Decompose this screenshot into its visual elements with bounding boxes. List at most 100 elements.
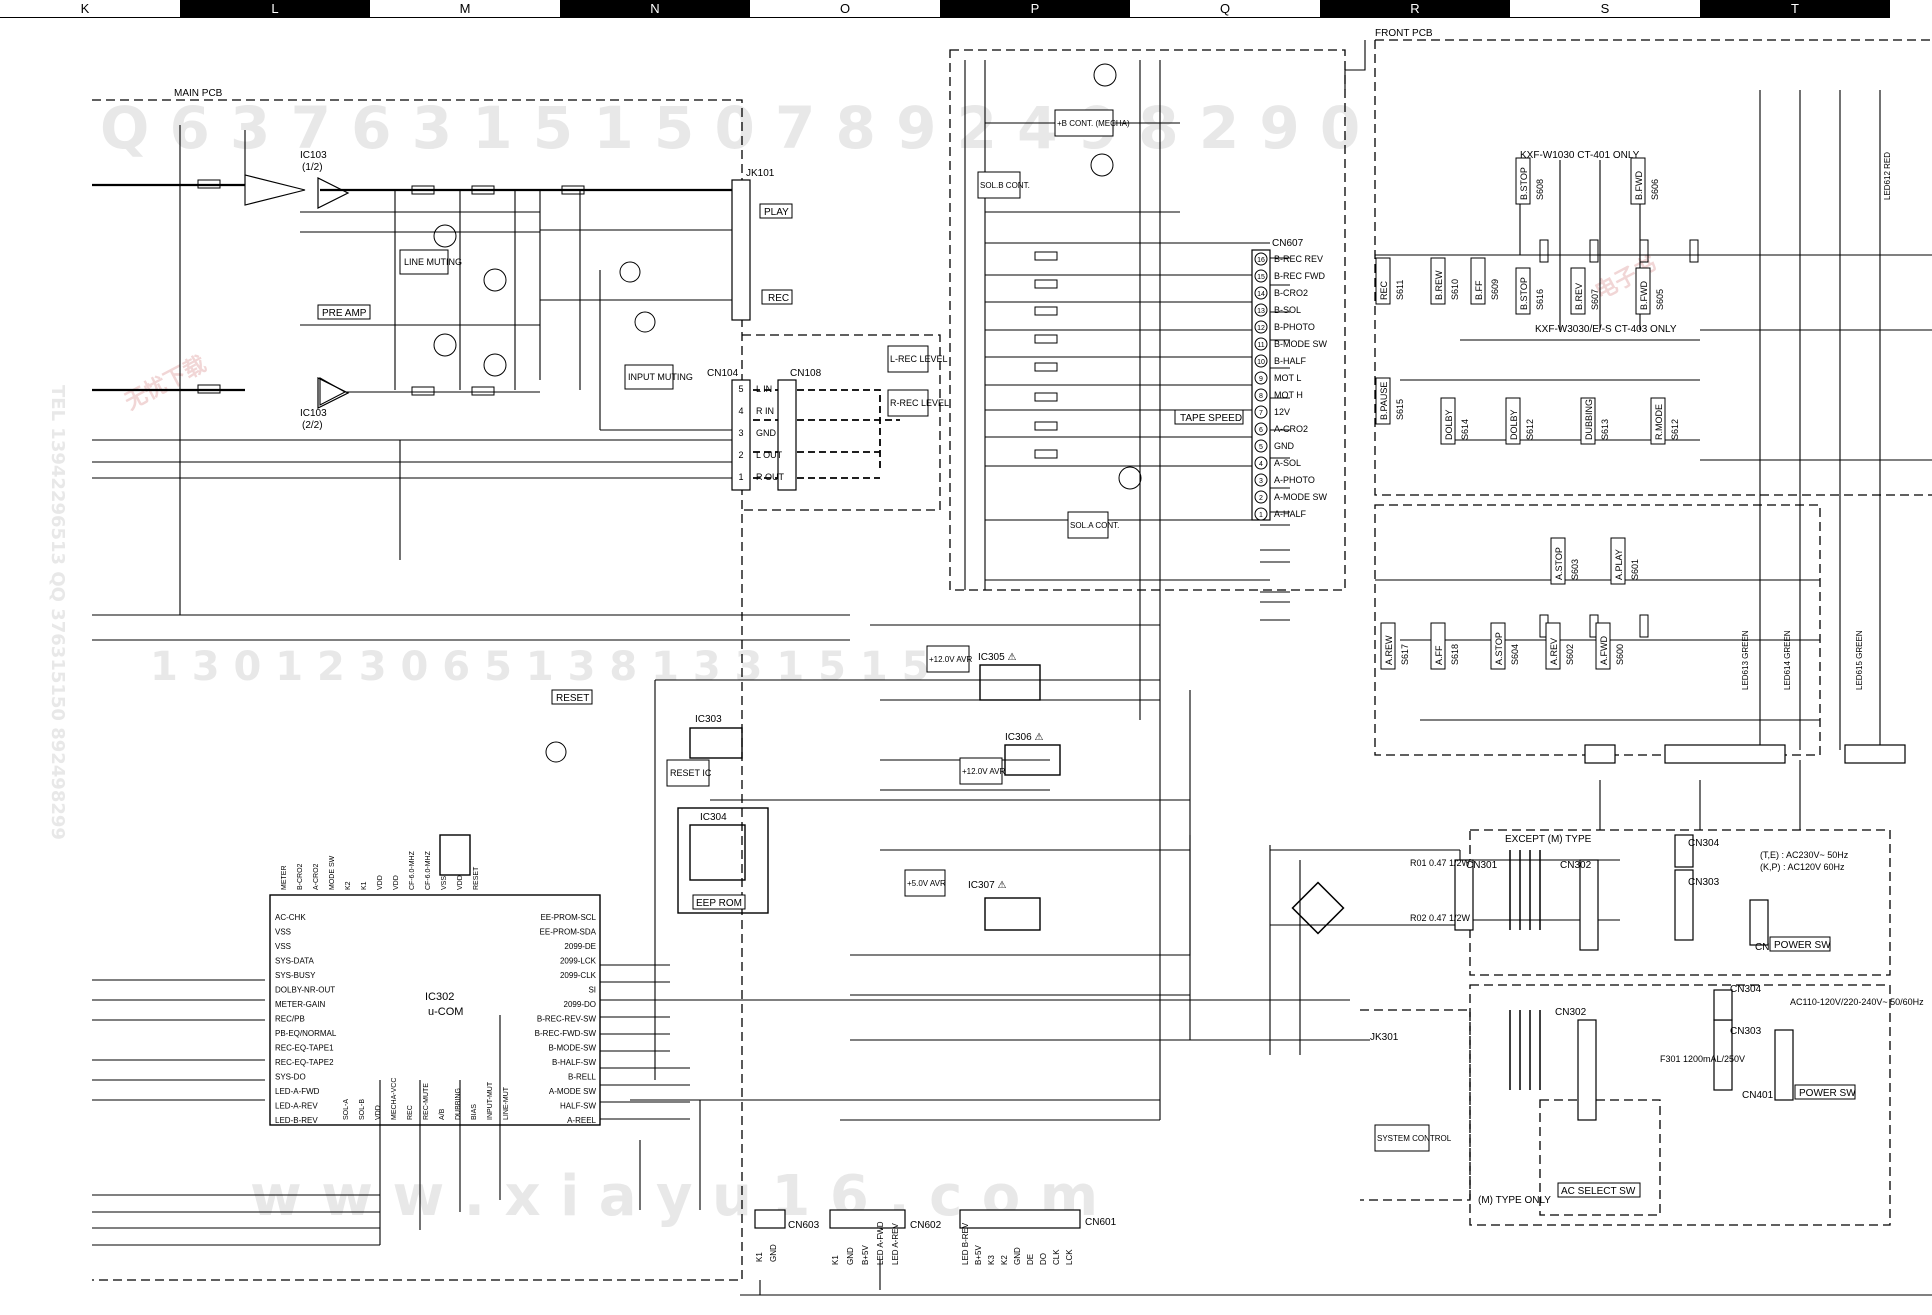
ic302-right-pin-label: A-MODE SW	[549, 1087, 597, 1096]
ic103a-label: IC103	[300, 150, 327, 161]
ic302-right-pin-label: B-HALF-SW	[552, 1058, 596, 1067]
jk301-label: JK301	[1370, 1032, 1399, 1043]
switch-ref: S600	[1615, 644, 1625, 665]
ic305-label: IC305 ⚠	[978, 652, 1016, 663]
cn603-pin-label: K1	[755, 1252, 764, 1262]
led-label: LED614 GREEN	[1783, 630, 1792, 690]
switch-ref: S616	[1535, 289, 1545, 310]
cn607-pin-label: A-CRO2	[1274, 424, 1308, 434]
switch-label: A.PLAY	[1614, 549, 1624, 580]
ic302-bottom-pin-label: BIAS	[471, 1104, 478, 1120]
cn104-pin-label: R IN	[756, 406, 774, 416]
switch-box	[1550, 537, 1566, 585]
switch-ref: S609	[1490, 279, 1500, 300]
cn607-pin-number: 7	[1259, 410, 1263, 417]
cn303b-label: CN303	[1730, 1026, 1762, 1037]
reset-label: RESET	[556, 693, 589, 704]
cn602-pin-label: K1	[831, 1255, 840, 1265]
ic304-label: IC304	[700, 812, 727, 823]
cn304-block	[1674, 834, 1694, 868]
switch-ref: S614	[1460, 419, 1470, 440]
avr-12b-label: +12.0V AVR	[962, 767, 1005, 776]
switch-box	[1470, 257, 1486, 305]
ic306-body	[1004, 744, 1061, 776]
ic302-left-pin-label: LED-A-FWD	[275, 1087, 320, 1096]
switch-box	[1380, 622, 1396, 670]
rec-level-outline	[742, 334, 941, 511]
ic302-right-pin-label: B-REC-REV-SW	[537, 1015, 597, 1024]
power-sw-label: POWER SW	[1774, 940, 1831, 951]
cn602-pin-label: B+5V	[861, 1245, 870, 1265]
switch-label: A.STOP	[1494, 632, 1504, 665]
cn602-label: CN602	[910, 1220, 942, 1231]
cn607-pin-label: B-HALF	[1274, 356, 1307, 366]
ic302-top-pin-label: A-CRO2	[313, 863, 320, 890]
cn601-pin-label: LED B-REV	[961, 1222, 970, 1265]
ic307-label: IC307 ⚠	[968, 880, 1006, 891]
power-sw-2-label: POWER SW	[1799, 1088, 1856, 1099]
ic302-top-pin-label: CF-6.0-MHZ	[425, 850, 432, 890]
ic302-left-pins: AC-CHKVSSVSSSYS-DATASYS-BUSYDOLBY-NR-OUT…	[275, 913, 337, 1125]
ic103-opamps	[317, 177, 350, 409]
avr-5-label: +5.0V AVR	[907, 879, 946, 888]
cn601-pin-label: LCK	[1065, 1249, 1074, 1265]
ac-select-sw-label: AC SELECT SW	[1561, 1186, 1636, 1197]
ic302-right-pin-label: EE-PROM-SDA	[540, 928, 597, 937]
switch-ref: S613	[1600, 419, 1610, 440]
cn104-pin-number: 2	[738, 450, 743, 460]
ic103b-sub: (2/2)	[302, 420, 323, 431]
cn607-pin-number: 5	[1259, 444, 1263, 451]
grid-column-s: S	[1510, 0, 1700, 18]
transformer-1	[1509, 850, 1541, 930]
cn601-label: CN601	[1085, 1217, 1117, 1228]
cn302b-label: CN302	[1555, 1007, 1587, 1018]
cn601-pin-label: B+5V	[974, 1245, 983, 1265]
main-pcb-label: MAIN PCB	[174, 88, 223, 99]
cn302b-block	[1577, 1019, 1597, 1121]
cn607-pin-circle	[1254, 405, 1268, 419]
power-outline-1	[1469, 829, 1891, 976]
cn303-label: CN303	[1688, 877, 1720, 888]
cn607-pin-circle	[1254, 337, 1268, 351]
ic302-label: IC302	[425, 991, 454, 1003]
sol-a-cont-label: SOL.A CONT.	[1070, 521, 1119, 530]
grid-column-r: R	[1320, 0, 1510, 18]
cn104-pin-label: L IN	[756, 384, 772, 394]
ic302-top-pin-label: K2	[345, 881, 352, 890]
ic302-left-pin-label: LED-B-REV	[275, 1116, 318, 1125]
cn607-pin-number: 12	[1257, 325, 1265, 332]
ic302-left-pin-label: REC-EQ-TAPE2	[275, 1058, 334, 1067]
cn607-pin-number: 3	[1259, 478, 1263, 485]
cn607-pin-number: 2	[1259, 495, 1263, 502]
cn607-pin-circle	[1254, 286, 1268, 300]
cn301-label: CN301	[1466, 860, 1498, 871]
cn303-block	[1674, 869, 1694, 941]
cn607-pin-number: 1	[1259, 512, 1263, 519]
main-pcb-outline	[92, 99, 743, 1281]
cn607-pin-label: MOT L	[1274, 373, 1301, 383]
switch-label: B.REW	[1434, 270, 1444, 300]
ic302-left-pin-label: AC-CHK	[275, 913, 306, 922]
cn607-pin-label: MOT H	[1274, 390, 1303, 400]
cn104-pin-label: R OUT	[756, 472, 785, 482]
m-only-label: (M) TYPE ONLY	[1478, 1195, 1551, 1206]
ic302-right-pin-label: A-REEL	[567, 1116, 596, 1125]
cn104-pin-label: L OUT	[756, 450, 783, 460]
bridge-d311	[1291, 881, 1345, 935]
eep-rom-box	[677, 807, 769, 914]
cn607-pin-number: 13	[1257, 308, 1265, 315]
cn401b-block	[1774, 1029, 1794, 1101]
switch-box	[1515, 267, 1531, 315]
switch-label: R.MODE	[1654, 404, 1664, 440]
cn607-pin-label: B-CRO2	[1274, 288, 1308, 298]
switch-ref: S605	[1655, 289, 1665, 310]
switch-label: DOLBY	[1444, 409, 1454, 440]
ic302-top-pin-label: VSS	[441, 876, 448, 890]
ic302-right-pin-label: B-MODE-SW	[548, 1044, 596, 1053]
